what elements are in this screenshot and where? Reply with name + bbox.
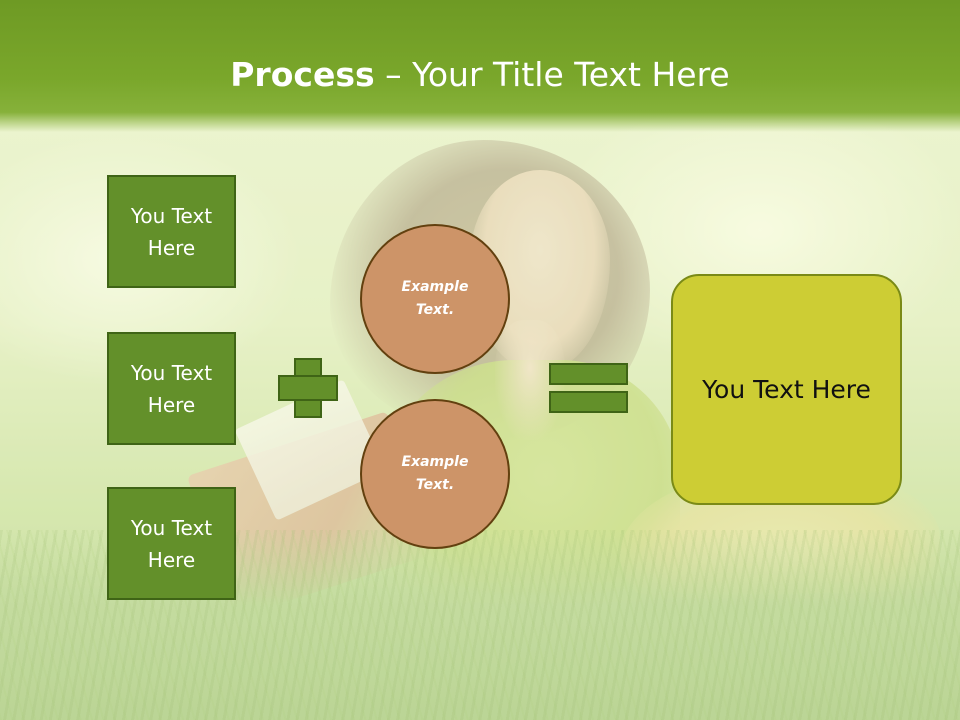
- left-box-2: You Text Here: [107, 332, 236, 445]
- circle-1: Example Text.: [360, 224, 510, 374]
- slide-title-bold: Process: [230, 55, 375, 94]
- equals-icon-top-bar: [549, 363, 628, 385]
- left-box-1-label: You Text Here: [130, 203, 213, 260]
- left-box-3: You Text Here: [107, 487, 236, 600]
- header-band: Process – Your Title Text Here: [0, 0, 960, 132]
- slide-title-rest: – Your Title Text Here: [374, 55, 730, 94]
- plus-icon-center: [296, 377, 320, 399]
- result-box-label: You Text Here: [702, 375, 871, 404]
- left-box-1: You Text Here: [107, 175, 236, 288]
- equals-icon-bottom-bar: [549, 391, 628, 413]
- circle-1-label: Example Text.: [401, 279, 469, 318]
- slide-title: Process – Your Title Text Here: [0, 54, 960, 96]
- circle-2-label: Example Text.: [401, 454, 469, 493]
- result-box: You Text Here: [671, 274, 902, 505]
- circle-2: Example Text.: [360, 399, 510, 549]
- left-box-3-label: You Text Here: [130, 515, 213, 572]
- left-box-2-label: You Text Here: [130, 360, 213, 417]
